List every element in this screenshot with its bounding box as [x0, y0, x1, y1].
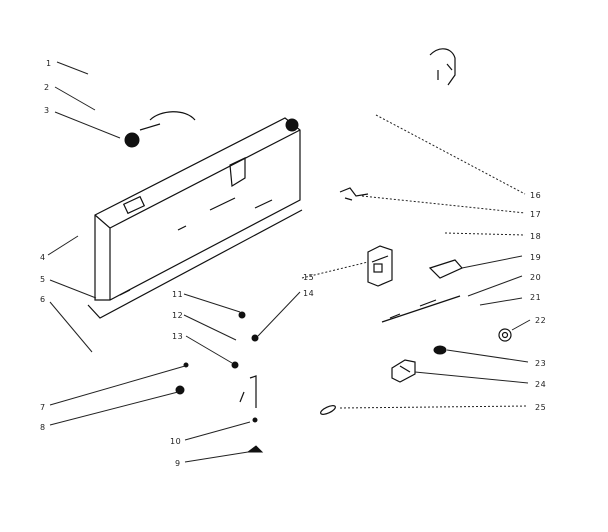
callout-18: 18	[530, 232, 541, 241]
callout-13: 13	[172, 332, 183, 341]
callout-labels: 1 2 3 4 5 6 7 8 9 10 11 12 13 14 15 16 1…	[40, 59, 546, 468]
callout-1: 1	[46, 59, 52, 68]
base-plate-part	[87, 111, 303, 319]
callout-10: 10	[170, 437, 181, 446]
spring-clip-part	[339, 187, 369, 201]
callout-2: 2	[44, 83, 50, 92]
callout-17: 17	[530, 210, 541, 219]
callout-15: 15	[303, 273, 314, 282]
callout-8: 8	[40, 423, 46, 432]
callout-3: 3	[44, 106, 50, 115]
callout-20: 20	[530, 273, 541, 282]
washer-part	[498, 328, 512, 342]
callout-21: 21	[530, 293, 541, 302]
slotted-bar-part	[381, 259, 463, 323]
top-bracket-part	[429, 48, 456, 86]
knob-part	[124, 123, 161, 148]
nut-part	[433, 345, 447, 355]
callout-5: 5	[40, 275, 46, 284]
callout-24: 24	[535, 380, 546, 389]
callout-9: 9	[175, 459, 181, 468]
leader-lines	[47, 61, 531, 463]
callout-6: 6	[40, 295, 46, 304]
callout-19: 19	[530, 253, 541, 262]
callout-23: 23	[535, 359, 546, 368]
callout-16: 16	[530, 191, 541, 200]
callout-25: 25	[535, 403, 546, 412]
callout-7: 7	[40, 403, 46, 412]
bracket-24-part	[391, 359, 416, 383]
callout-12: 12	[172, 311, 183, 320]
callout-4: 4	[40, 253, 46, 262]
callout-11: 11	[172, 290, 183, 299]
pin-part	[320, 405, 336, 415]
callout-14: 14	[303, 289, 314, 298]
callout-22: 22	[535, 316, 546, 325]
block-part	[367, 245, 393, 287]
